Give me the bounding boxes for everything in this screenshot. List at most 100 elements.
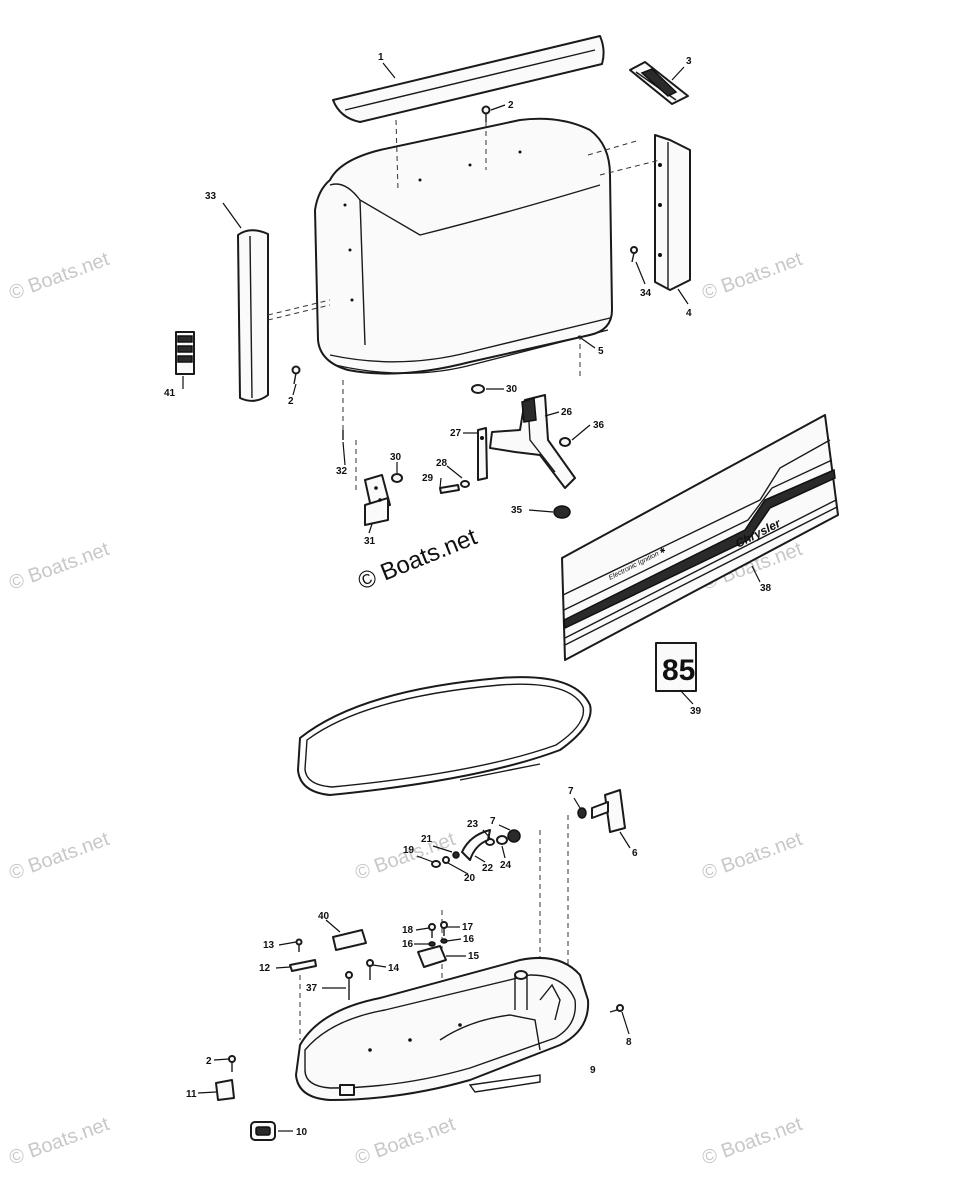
label-21: 21 [421, 834, 433, 845]
gasket-seal[interactable] [297, 676, 592, 796]
watermark: © Boats.net [352, 828, 458, 885]
label-27: 27 [450, 428, 462, 439]
label-12: 12 [259, 963, 271, 974]
label-7a: 7 [568, 786, 574, 797]
part-2-screw-top[interactable] [481, 105, 491, 123]
part-2-screw-lower[interactable] [228, 1055, 236, 1072]
part-2-screw-left[interactable] [291, 365, 301, 385]
label-8: 8 [626, 1037, 632, 1048]
part-26-latch[interactable] [489, 394, 576, 489]
label-36: 36 [593, 420, 605, 431]
label-33: 33 [205, 191, 217, 202]
part-13-bolt[interactable] [295, 938, 303, 953]
label-5: 5 [598, 346, 604, 357]
part-11-clip[interactable] [215, 1079, 235, 1101]
label-3: 3 [686, 56, 692, 67]
label-2b: 2 [288, 396, 294, 407]
part-16-washer-left[interactable] [428, 941, 436, 947]
part-12-clip[interactable] [289, 959, 317, 972]
watermark: © Boats.net [6, 538, 112, 595]
label-35: 35 [511, 505, 523, 516]
label-2: 2 [508, 100, 514, 111]
label-18: 18 [402, 925, 414, 936]
label-20: 20 [464, 873, 476, 884]
label-22: 22 [482, 863, 494, 874]
label-37: 37 [306, 983, 318, 994]
model-number-text: 85 [662, 654, 695, 687]
label-7b: 7 [490, 816, 496, 827]
part-7-washer-right[interactable] [577, 807, 587, 819]
part-1-top-trim[interactable] [332, 35, 605, 123]
watermark: © Boats.net [6, 1113, 112, 1170]
part-5-cowl[interactable] [314, 117, 613, 375]
part-40-label-plate[interactable] [332, 929, 367, 951]
part-41-decal[interactable] [175, 331, 195, 375]
part-37-screw[interactable] [345, 971, 353, 1000]
label-32: 32 [336, 466, 348, 477]
label-19: 19 [403, 845, 415, 856]
label-39: 39 [690, 706, 702, 717]
watermark: © Boats.net [352, 1113, 458, 1170]
part-28-nut[interactable] [460, 480, 470, 488]
label-41: 41 [164, 388, 176, 399]
part-19-pin[interactable] [431, 860, 441, 868]
part-36-washer[interactable] [559, 437, 571, 447]
part-10-grommet[interactable] [250, 1121, 276, 1141]
part-8-screw[interactable] [609, 1004, 624, 1013]
label-30: 30 [506, 384, 518, 395]
part-3-latch-bracket[interactable] [629, 61, 689, 105]
label-13: 13 [263, 940, 275, 951]
alignment-lines [267, 119, 661, 1050]
label-23: 23 [467, 819, 479, 830]
label-1: 1 [378, 52, 384, 63]
part-31-bracket[interactable] [364, 474, 391, 526]
watermark: © Boats.net [699, 828, 805, 885]
part-18-screw[interactable] [428, 923, 436, 938]
part-24-nut[interactable] [496, 835, 508, 845]
part-39-model-decal[interactable]: 85 [655, 642, 697, 692]
label-31: 31 [364, 536, 376, 547]
watermark: © Boats.net [6, 248, 112, 305]
part-6-latch-handle[interactable] [591, 789, 626, 833]
label-28: 28 [436, 458, 448, 469]
label-16b: 16 [463, 934, 475, 945]
label-14: 14 [388, 963, 400, 974]
label-38: 38 [760, 583, 772, 594]
label-15: 15 [468, 951, 480, 962]
watermark: © Boats.net [699, 248, 805, 305]
label-17: 17 [462, 922, 474, 933]
label-26: 26 [561, 407, 573, 418]
label-11: 11 [186, 1089, 197, 1100]
label-30b: 30 [390, 452, 402, 463]
label-40: 40 [318, 911, 330, 922]
part-14-screw[interactable] [366, 959, 374, 980]
label-10: 10 [296, 1127, 308, 1138]
label-6: 6 [632, 848, 638, 859]
part-38-side-decal[interactable]: Electronic Ignition ✱ Chrysler [561, 414, 839, 661]
part-9-bottom-cowl[interactable] [295, 956, 590, 1101]
part-15-bracket[interactable] [417, 945, 447, 968]
part-7-washer-center[interactable] [507, 829, 521, 843]
part-16-washer-right[interactable] [440, 938, 448, 944]
part-27-lever[interactable] [477, 427, 488, 481]
label-9: 9 [590, 1065, 596, 1076]
label-4: 4 [686, 308, 692, 319]
part-33-side-panel[interactable] [237, 229, 269, 402]
part-35-grommet[interactable] [553, 505, 571, 519]
part-21-washer[interactable] [452, 851, 460, 859]
part-17-screw[interactable] [440, 921, 448, 936]
part-29-bolt[interactable] [439, 484, 460, 494]
part-34-screw[interactable] [630, 246, 638, 263]
part-20-nut[interactable] [442, 856, 450, 864]
label-2c: 2 [206, 1056, 212, 1067]
part-30-washer-top[interactable] [471, 384, 485, 394]
watermark: © Boats.net [699, 1113, 805, 1170]
center-watermark: © Boats.net [354, 523, 481, 595]
label-16a: 16 [402, 939, 414, 950]
part-number-labels: 1 2 3 33 34 4 5 41 2 30 26 36 27 28 29 3… [164, 52, 772, 1138]
part-4-side-rail[interactable] [654, 134, 691, 291]
part-30-washer-bracket[interactable] [391, 473, 403, 483]
part-22-hook[interactable] [461, 829, 491, 861]
label-29: 29 [422, 473, 434, 484]
